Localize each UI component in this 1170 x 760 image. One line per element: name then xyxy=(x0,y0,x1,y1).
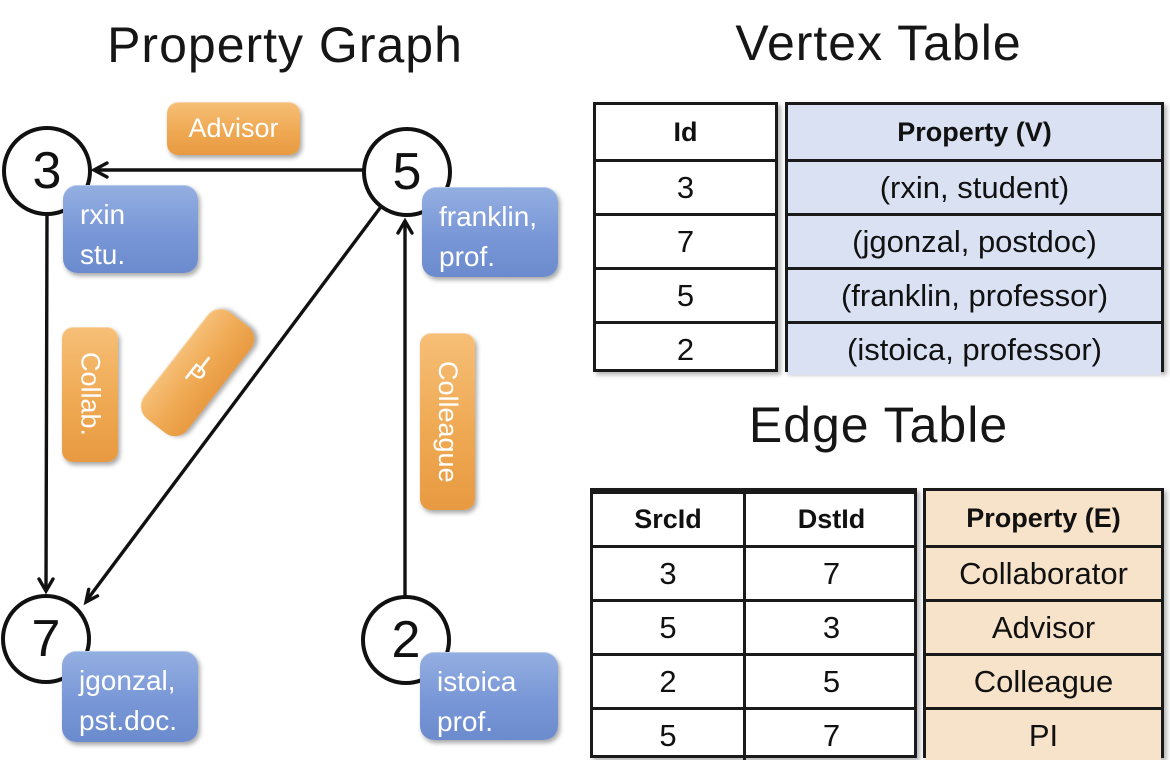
arrowhead-at-5-icon xyxy=(396,217,414,235)
edge-table-dstid-cell: 3 xyxy=(743,602,917,653)
edge-table-property-cell: Colleague xyxy=(926,653,1161,707)
edge-table-property-cell: Collaborator xyxy=(926,545,1161,599)
vertex-circle-2: 2 xyxy=(361,595,451,685)
edge-table-srcid-cell: 5 xyxy=(659,717,677,753)
edge-label-collab: Collab. xyxy=(62,327,118,462)
vertex-table-property-cell: (jgonzal, postdoc) xyxy=(788,213,1161,267)
vertex-property-line: jgonzal, xyxy=(79,665,176,696)
edge-table-row: 5 3 xyxy=(593,599,917,653)
edge-table-dstid-cell: 7 xyxy=(743,710,917,760)
edge-table-srcid-cell: 2 xyxy=(659,663,677,699)
vertex-property-line: pst.doc. xyxy=(79,704,178,736)
vertex-id-label: 2 xyxy=(391,611,421,669)
edge-table-property-column: Property (E) Collaborator Advisor Collea… xyxy=(923,488,1164,760)
edge-table-srcid-cell: 5 xyxy=(659,609,677,645)
vertex-property-line: rxin xyxy=(80,199,126,230)
edge-line-5-to-7 xyxy=(85,206,382,602)
vertex-property-box-rxin: rxin stu. xyxy=(63,185,198,273)
arrowhead-at-7-icon xyxy=(37,577,55,595)
vertex-id-label: 3 xyxy=(32,142,62,200)
edge-table-row: 2 5 xyxy=(593,653,917,707)
vertex-table-property-cell: (istoica, professor) xyxy=(788,321,1161,375)
vertex-property-line: franklin, xyxy=(439,201,538,232)
vertex-id-label: 5 xyxy=(392,143,422,201)
vertex-table-id-header: Id xyxy=(673,116,698,147)
edge-table-property-header: Property (E) xyxy=(926,491,1161,545)
vertex-table-property-cell: (franklin, professor) xyxy=(788,267,1161,321)
vertex-table-property-cell: (rxin, student) xyxy=(788,159,1161,213)
edge-table-property-cell: Advisor xyxy=(926,599,1161,653)
vertex-id-label: 7 xyxy=(31,610,61,668)
arrowhead-at-7-diagonal-icon xyxy=(83,587,100,606)
vertex-property-line: istoica xyxy=(437,666,517,697)
edge-label-advisor: Advisor xyxy=(167,102,300,155)
edge-table-dstid-cell: 7 xyxy=(743,548,917,599)
edge-table-header-row: SrcId DstId xyxy=(593,491,917,545)
edge-table-row: 3 7 xyxy=(593,545,917,599)
edge-table-title: Edge Table xyxy=(748,397,1009,453)
vertex-property-box-jgonzal: jgonzal, pst.doc. xyxy=(62,651,198,742)
vertex-property-line: prof. xyxy=(437,705,494,737)
vertex-table-title: Vertex Table xyxy=(735,15,1022,71)
graph-edges-layer xyxy=(37,161,414,606)
edge-line-3-to-7 xyxy=(44,214,49,591)
edge-table-srcid-cell: 3 xyxy=(659,555,677,591)
edge-table-dstid-cell: 5 xyxy=(743,656,917,707)
vertex-table-id-cell: 2 xyxy=(596,321,775,375)
vertex-table-id-column: Id 3 7 5 2 xyxy=(593,102,778,372)
vertex-property-line: stu. xyxy=(80,238,126,270)
vertex-table-property-header: Property (V) xyxy=(788,105,1161,159)
vertex-table-id-cell: 5 xyxy=(596,267,775,321)
vertex-table-id-cell: 7 xyxy=(596,213,775,267)
edge-table-row: 5 7 xyxy=(593,707,917,760)
vertex-property-box-franklin: franklin, prof. xyxy=(422,187,558,277)
edge-label-colleague: Colleague xyxy=(420,333,475,510)
arrowhead-at-3-icon xyxy=(90,161,109,179)
edge-table-dstid-header: DstId xyxy=(743,494,917,545)
vertex-property-line: prof. xyxy=(439,240,496,272)
edge-table-property-cell: PI xyxy=(926,707,1161,760)
graph-panel-title: Property Graph xyxy=(107,17,463,73)
vertex-property-box-istoica: istoica prof. xyxy=(420,652,558,740)
vertex-table-id-cell: 3 xyxy=(596,159,775,213)
vertex-table-property-column: Property (V) (rxin, student) (jgonzal, p… xyxy=(785,102,1164,375)
edge-table-id-columns: SrcId DstId 3 7 5 3 2 5 5 7 xyxy=(590,488,917,760)
edge-table-srcid-header: SrcId xyxy=(634,504,702,534)
